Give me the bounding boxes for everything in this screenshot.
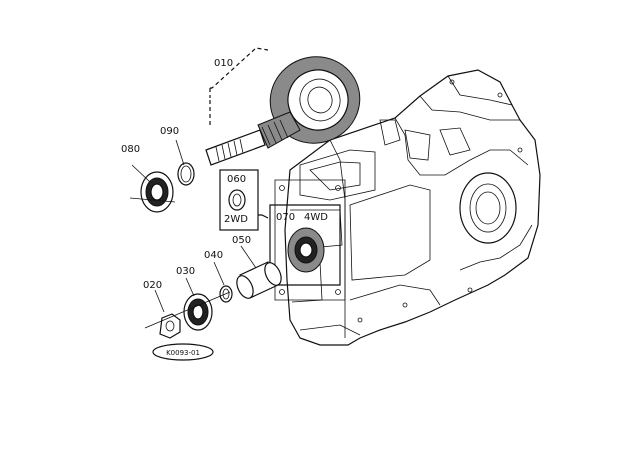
label-060-variant: 2WD <box>224 214 248 225</box>
figure-id-text: K0093-01 <box>166 349 200 357</box>
transmission-housing <box>274 69 541 346</box>
part-080-bearing <box>129 164 176 213</box>
label-030: 030 <box>176 266 195 277</box>
part-010-bevel-gear-set <box>205 47 361 166</box>
label-070: 070 <box>276 212 295 223</box>
part-050-sleeve <box>236 245 282 299</box>
label-090: 090 <box>160 126 179 137</box>
part-030-bearing <box>183 277 213 331</box>
part-060-box-2wd <box>219 169 259 231</box>
label-020: 020 <box>143 280 162 291</box>
label-010: 010 <box>214 58 233 69</box>
part-labels: 010 090 080 060 2WD 070 4WD 050 040 030 … <box>121 58 328 291</box>
part-020-nut <box>144 289 231 339</box>
label-070-variant: 4WD <box>304 212 328 223</box>
label-050: 050 <box>232 235 251 246</box>
figure-id-badge: K0093-01 <box>152 343 214 361</box>
part-090-shim <box>175 139 195 186</box>
label-080: 080 <box>121 144 140 155</box>
part-070-box-4wd <box>258 204 341 286</box>
label-040: 040 <box>204 250 223 261</box>
part-040-collar <box>213 261 233 303</box>
label-060: 060 <box>227 174 246 185</box>
